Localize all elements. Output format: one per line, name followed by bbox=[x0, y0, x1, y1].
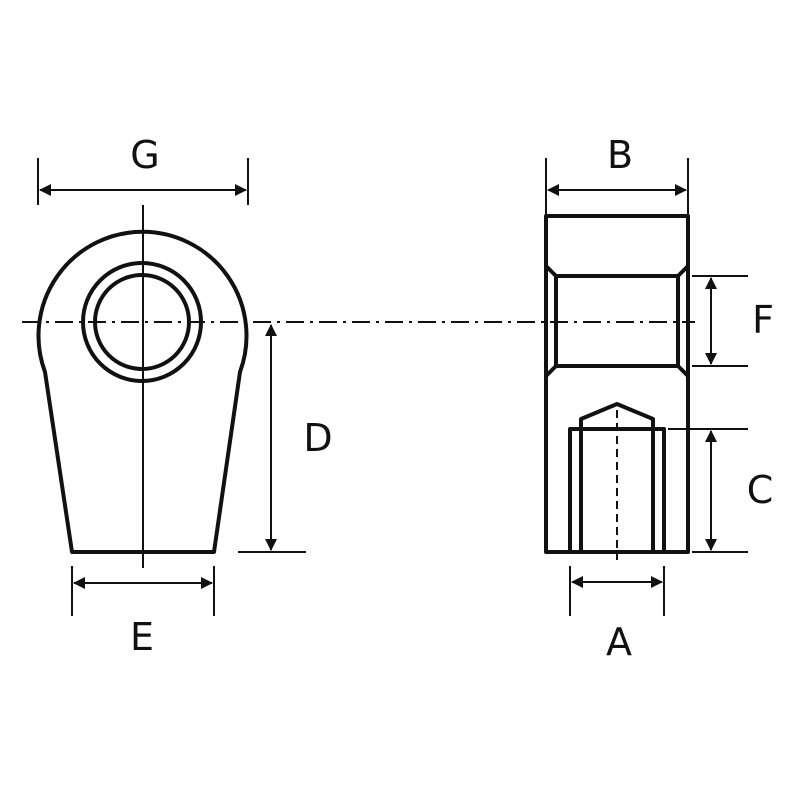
dimension-a: A bbox=[569, 566, 665, 664]
dimension-d: D bbox=[238, 324, 333, 553]
dimension-e: E bbox=[71, 566, 215, 659]
dimension-g: G bbox=[37, 133, 249, 205]
label-c: C bbox=[747, 468, 774, 512]
label-a: A bbox=[606, 620, 632, 664]
front-view bbox=[36, 205, 249, 568]
dimension-f: F bbox=[692, 275, 774, 367]
label-f: F bbox=[752, 298, 774, 342]
label-d: D bbox=[303, 416, 332, 460]
dimension-c: C bbox=[668, 428, 774, 553]
eye-outline bbox=[36, 229, 249, 554]
side-view bbox=[544, 214, 690, 560]
bore-chamfer-top bbox=[544, 264, 690, 278]
dimension-b: B bbox=[545, 133, 689, 214]
label-g: G bbox=[130, 133, 159, 177]
bore-chamfer-bottom bbox=[544, 364, 690, 378]
side-body bbox=[544, 214, 690, 554]
thread-inner bbox=[579, 402, 655, 552]
label-e: E bbox=[130, 615, 154, 659]
label-b: B bbox=[607, 133, 633, 177]
